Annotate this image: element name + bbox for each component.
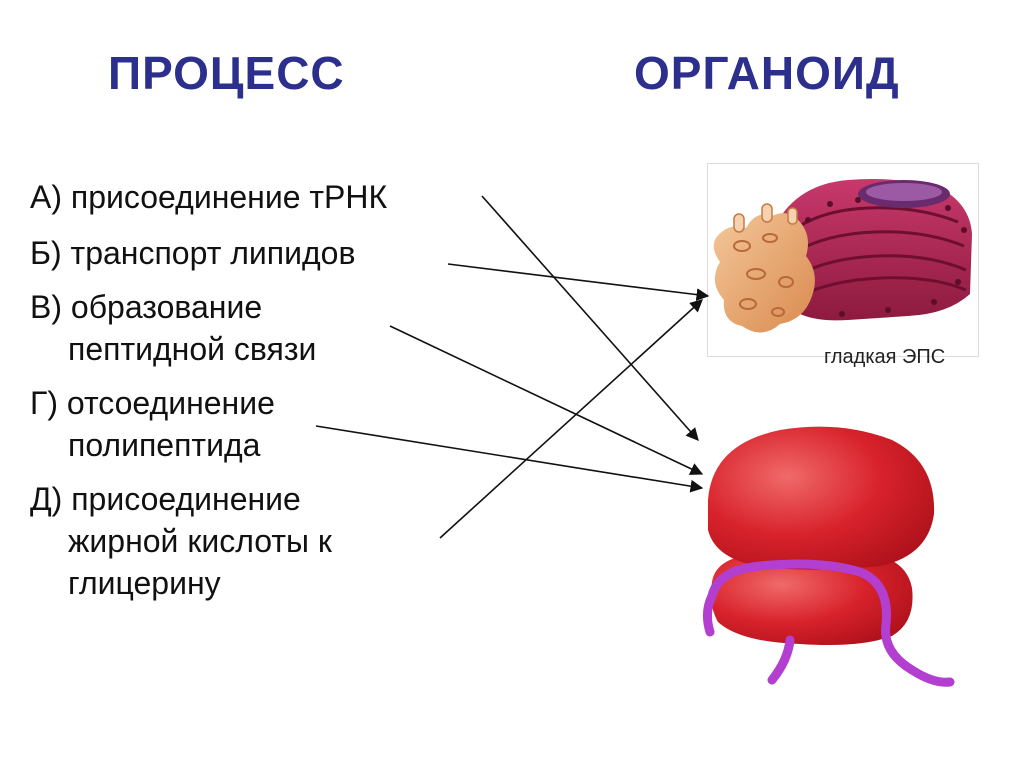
connector-arrows xyxy=(315,195,710,539)
process-item-e-text-2: жирной кислоты к xyxy=(68,523,332,559)
process-item-e-text-3: глицерину xyxy=(68,565,221,601)
endoplasmic-reticulum-icon xyxy=(713,179,972,333)
arrow-b-to-er xyxy=(447,263,710,301)
process-item-c-text: В) образование xyxy=(30,289,263,325)
ribosome-image xyxy=(702,426,955,687)
mrna-ribbon xyxy=(707,559,955,687)
process-item-c: В) образование пептидной связи xyxy=(30,286,316,370)
process-item-e: Д) присоединение жирной кислоты к глицер… xyxy=(30,478,332,604)
process-item-b-text: Б) транспорт липидов xyxy=(30,235,356,271)
process-item-a-text: А) присоединение тРНК xyxy=(30,179,388,215)
er-caption: гладкая ЭПС xyxy=(824,346,946,368)
ribosome-large-subunit xyxy=(708,426,935,570)
arrow-d-to-ribosome xyxy=(315,425,704,493)
process-item-d-text-2: полипептида xyxy=(68,427,261,463)
process-item-c-text-2: пептидной связи xyxy=(68,331,317,367)
arrow-a-to-ribosome xyxy=(481,195,699,441)
process-heading: ПРОЦЕСС xyxy=(108,47,345,99)
arrow-e-to-er xyxy=(439,299,703,539)
process-item-b: Б) транспорт липидов xyxy=(30,232,355,274)
process-item-d-text: Г) отсоединение xyxy=(30,385,275,421)
process-item-a: А) присоединение тРНК xyxy=(30,176,387,218)
process-item-d: Г) отсоединение полипептида xyxy=(30,382,275,466)
endoplasmic-reticulum-image xyxy=(707,163,979,357)
process-item-e-text: Д) присоединение xyxy=(30,481,301,517)
arrow-c-to-ribosome xyxy=(389,325,704,475)
organoid-heading: ОРГАНОИД xyxy=(634,47,900,99)
